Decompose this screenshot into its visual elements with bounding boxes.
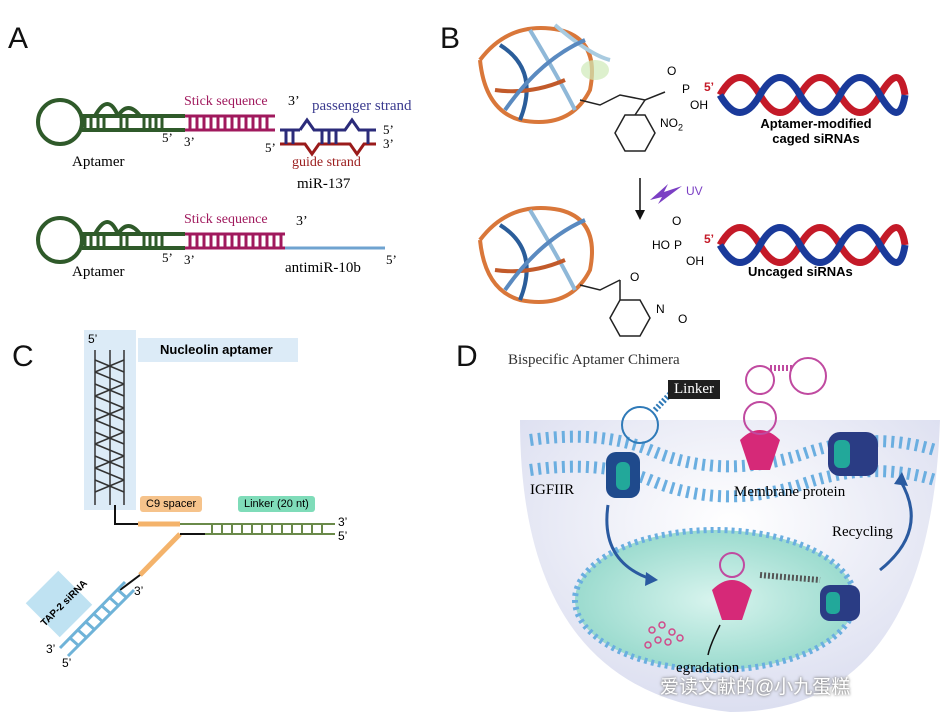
o-label: O [678, 312, 688, 326]
five-prime-label: 5’ [265, 140, 276, 155]
n-label: N [656, 302, 665, 316]
five-prime-label: 5’ [162, 250, 173, 265]
uv-bolt [650, 184, 682, 204]
o-label: O [630, 270, 640, 284]
five-prime-label: 5’ [162, 130, 173, 145]
three-prime-label: 3’ [288, 94, 300, 109]
degradation-fragments [644, 621, 684, 649]
panel-b-letter: B [440, 22, 461, 55]
uncaged-sirna-label: Uncaged siRNAs [748, 264, 853, 279]
five-prime-label: 5’ [704, 80, 715, 94]
oh-label: OH [690, 98, 708, 112]
three-prime-label: 3’ [383, 136, 394, 151]
five-prime-label: 5’ [62, 656, 72, 670]
linker-box: Linker [668, 380, 720, 399]
three-prime-label: 3’ [184, 134, 195, 149]
p-label: P [682, 82, 691, 96]
cell-membrane [529, 430, 937, 503]
three-prime-label: 3’ [46, 642, 56, 656]
aptamer-label-bottom: Aptamer [72, 264, 125, 280]
watermark: 爱读文献的@小九蛋糕 [660, 677, 851, 698]
passenger-strand-label: passenger strand [312, 98, 412, 114]
degradation-label: egradation [676, 660, 740, 676]
five-prime-label: 5’ [383, 122, 394, 137]
aptamer-bottom-structure [36, 216, 185, 264]
recycling-label: Recycling [832, 524, 893, 540]
stick-sequence-label-top: Stick sequence [184, 94, 268, 109]
sirna-helix-top [716, 74, 909, 116]
membrane-protein-label: Membrane protein [734, 484, 846, 500]
five-prime-label: 5’ [338, 529, 348, 543]
aptamer-3d-bottom [478, 206, 594, 304]
mir-137-label: miR-137 [297, 176, 351, 192]
five-prime-label: 5’ [88, 332, 98, 346]
igf2r-label: IGFIIR [530, 482, 575, 498]
aptamer-label-top: Aptamer [72, 154, 125, 170]
panel-d-letter: D [456, 340, 478, 373]
panel-c-letter: C [12, 340, 34, 373]
no2-text: NO [660, 116, 678, 130]
chimera-title: Bispecific Aptamer Chimera [508, 352, 680, 368]
o-label: O [672, 214, 682, 228]
antimir-10b-label: antimiR-10b [285, 260, 361, 276]
no2-subscript: 2 [678, 122, 684, 133]
caged-linker-chem [579, 91, 666, 152]
guide-strand-label: guide strand [292, 155, 361, 170]
internalized-target [712, 580, 752, 620]
igf2r-aptamer-loop [621, 406, 659, 444]
mir-duplex [280, 117, 376, 157]
five-prime-label: 5’ [704, 232, 715, 246]
three-prime-label: 3’ [184, 252, 195, 267]
endosome [572, 527, 858, 673]
nucleolin-tag-bg [138, 338, 298, 362]
stick-sequence-bottom [185, 232, 285, 250]
caged-sirna-label: Aptamer-modified caged siRNAs [760, 116, 872, 146]
recycling-arrow [879, 479, 913, 572]
three-prime-label: 3’ [338, 515, 348, 529]
three-prime-label: 3’ [296, 214, 308, 229]
internalization-arrow [605, 504, 649, 580]
membrane-protein-target [740, 430, 780, 470]
three-prime-label: 3’ [134, 584, 144, 598]
uv-label: UV [686, 184, 703, 198]
five-prime-label: 5’ [386, 252, 397, 267]
p-label: P [674, 238, 683, 252]
linker-duplex [180, 523, 335, 535]
stick-sequence-top [185, 114, 275, 132]
stick-sequence-label-bottom: Stick sequence [184, 212, 268, 227]
ho-label: HO [652, 238, 670, 252]
linker-tag: Linker (20 nt) [238, 496, 315, 512]
sirna-helix-bottom [716, 224, 909, 266]
nucleolin-ladder [94, 350, 125, 505]
c9-spacer-tag: C9 spacer [140, 496, 203, 512]
aptamer-3d-top [478, 23, 611, 124]
no2-label: NO2 [660, 116, 683, 132]
oh-label: OH [686, 254, 704, 268]
panel-a-letter: A [8, 22, 29, 55]
nucleolin-aptamer-label: Nucleolin aptamer [160, 342, 273, 357]
tap2-tag-bg [25, 570, 93, 638]
aptamer-top-pairs [83, 116, 164, 130]
c9-spacer-bottom [138, 532, 182, 577]
tap2-sirna-duplex [58, 580, 136, 658]
o-label: O [667, 64, 677, 78]
